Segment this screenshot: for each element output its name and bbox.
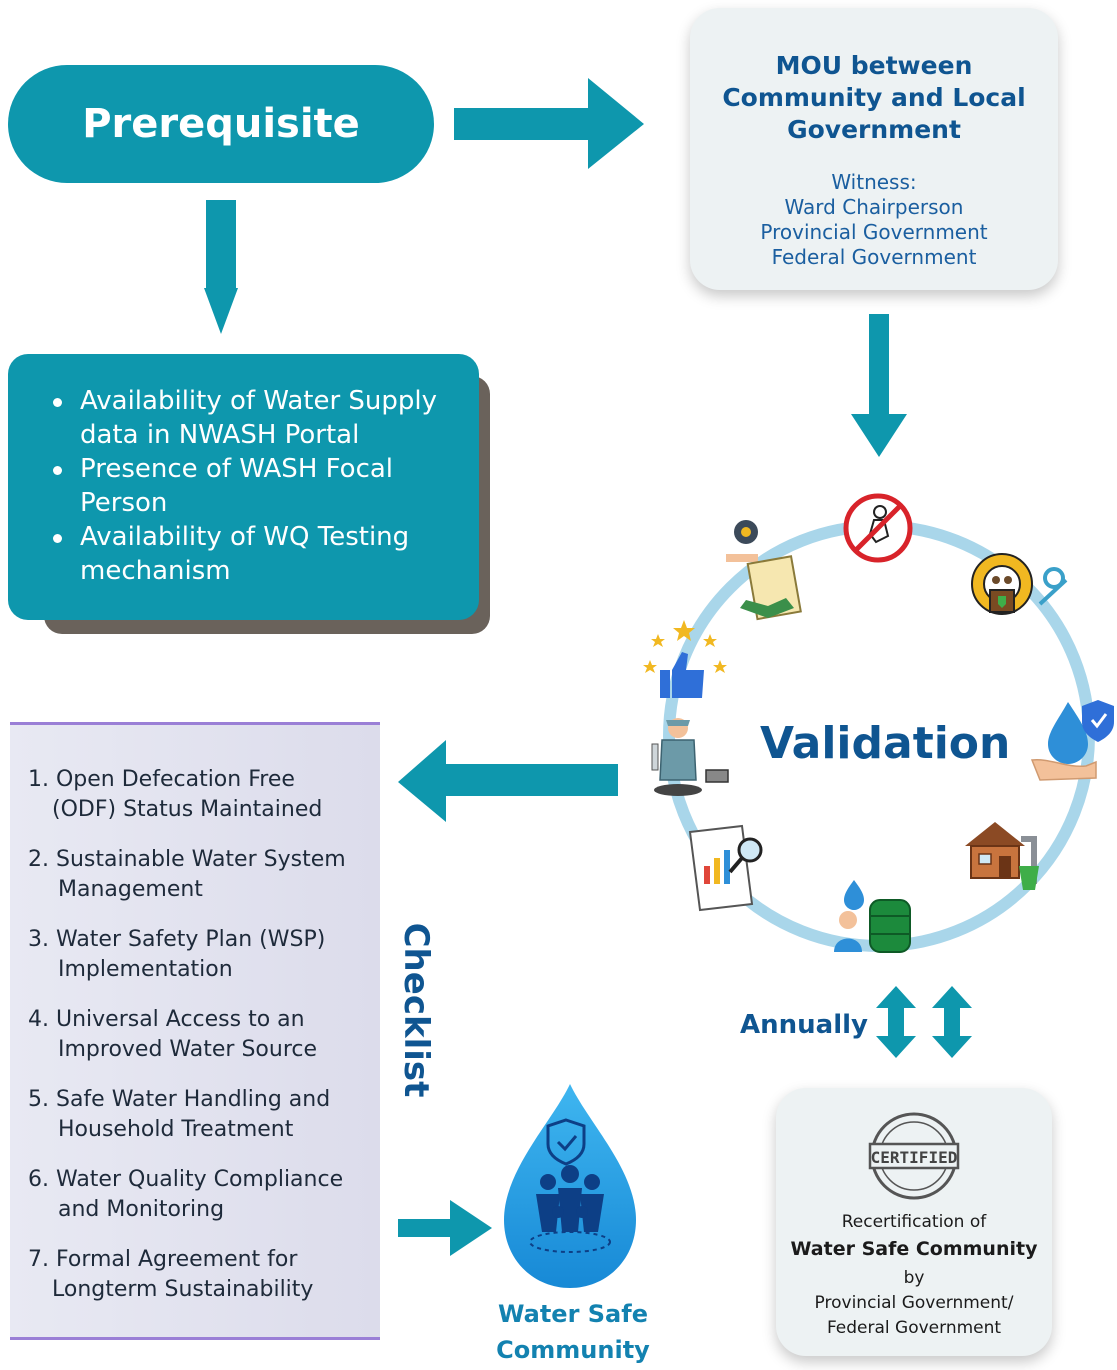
prerequisite-title: Prerequisite bbox=[82, 101, 360, 147]
agreement-handshake-icon bbox=[726, 520, 802, 621]
bidirectional-arrows-icon bbox=[876, 986, 972, 1058]
arrow-left-to-checklist bbox=[398, 740, 618, 822]
recert-line3: by bbox=[903, 1268, 925, 1288]
requirement-item: Availability of Water Supply data in NWA… bbox=[53, 384, 459, 452]
checklist-vertical-label: Checklist bbox=[396, 923, 436, 1098]
mou-card: MOU between Community and Local Governme… bbox=[690, 8, 1058, 290]
requirement-item: Availability of WQ Testing mechanism bbox=[53, 520, 459, 588]
validation-label: Validation bbox=[760, 718, 1011, 769]
checklist-item-line1: 4. Universal Access to an bbox=[28, 1007, 305, 1032]
recert-line2: Water Safe Community bbox=[790, 1238, 1038, 1260]
checklist-item: 5. Safe Water Handling and Household Tre… bbox=[28, 1085, 368, 1145]
community-gear-icon bbox=[971, 553, 1068, 615]
checklist-item: 6. Water Quality Compliance and Monitori… bbox=[28, 1165, 368, 1225]
checklist-item-line1: 3. Water Safety Plan (WSP) bbox=[28, 927, 326, 952]
recertification-card: CERTIFIED Recertification of Water Safe … bbox=[776, 1088, 1052, 1356]
mou-title: MOU between Community and Local Governme… bbox=[722, 51, 1026, 144]
checklist-item-line2: Implementation bbox=[58, 957, 233, 982]
checklist-item-line1: 5. Safe Water Handling and bbox=[28, 1087, 331, 1112]
checklist-item-line2: (ODF) Status Maintained bbox=[52, 797, 323, 822]
water-protection-icon bbox=[1030, 700, 1114, 781]
recert-line1: Recertification of bbox=[841, 1212, 987, 1232]
checklist-item-line1: 1. Open Defecation Free bbox=[28, 767, 295, 792]
checklist-item-line1: 2. Sustainable Water System bbox=[28, 847, 346, 872]
checklist-panel: 1. Open Defecation Free (ODF) Status Mai… bbox=[10, 722, 380, 1340]
annually-label: Annually bbox=[740, 1010, 868, 1040]
house-tap-icon bbox=[965, 822, 1039, 890]
checklist-item-line2: Improved Water Source bbox=[58, 1037, 318, 1062]
requirement-item: Presence of WASH Focal Person bbox=[53, 452, 459, 520]
arrow-down-to-validation bbox=[851, 314, 907, 457]
water-safe-community-label: Water Safe Community bbox=[496, 1300, 650, 1364]
checklist-label-text: Checklist bbox=[396, 923, 436, 1098]
mou-witness: Witness: Ward Chairperson Provincial Gov… bbox=[760, 170, 988, 269]
checklist-item: 2. Sustainable Water System Management bbox=[28, 845, 368, 905]
checklist-item: 3. Water Safety Plan (WSP) Implementatio… bbox=[28, 925, 368, 985]
arrow-down-to-requirements bbox=[204, 200, 238, 334]
checklist-item-line1: 6. Water Quality Compliance bbox=[28, 1167, 344, 1192]
arrow-right-to-mou bbox=[454, 78, 644, 169]
water-tank-icon bbox=[834, 880, 911, 953]
certified-stamp-text: CERTIFIED bbox=[871, 1148, 958, 1167]
checklist-item: 1. Open Defecation Free (ODF) Status Mai… bbox=[28, 765, 368, 825]
requirements-list: Availability of Water Supply data in NWA… bbox=[8, 384, 459, 588]
checklist-item-line2: Household Treatment bbox=[58, 1117, 294, 1142]
recert-line4: Provincial Government/ Federal Governmen… bbox=[814, 1293, 1014, 1338]
checklist-item: 7. Formal Agreement for Longterm Sustain… bbox=[28, 1245, 368, 1305]
validation-cycle bbox=[643, 493, 1114, 953]
checklist-item-line2: Management bbox=[58, 877, 203, 902]
thumbs-up-rating-icon bbox=[643, 620, 727, 698]
water-drop-community-icon bbox=[504, 1084, 636, 1288]
checklist-item: 4. Universal Access to an Improved Water… bbox=[28, 1005, 368, 1065]
technician-testing-icon bbox=[651, 718, 729, 796]
certified-stamp-icon: CERTIFIED bbox=[868, 1112, 960, 1200]
no-open-defecation-icon bbox=[843, 493, 913, 563]
report-analysis-icon bbox=[688, 824, 763, 912]
checklist-item-line2: Longterm Sustainability bbox=[52, 1277, 314, 1302]
requirements-card: Availability of Water Supply data in NWA… bbox=[8, 354, 479, 620]
prerequisite-pill: Prerequisite bbox=[8, 65, 434, 183]
checklist-item-line1: 7. Formal Agreement for bbox=[28, 1247, 298, 1272]
arrow-right-to-community bbox=[398, 1200, 492, 1256]
checklist-item-line2: and Monitoring bbox=[58, 1197, 225, 1222]
